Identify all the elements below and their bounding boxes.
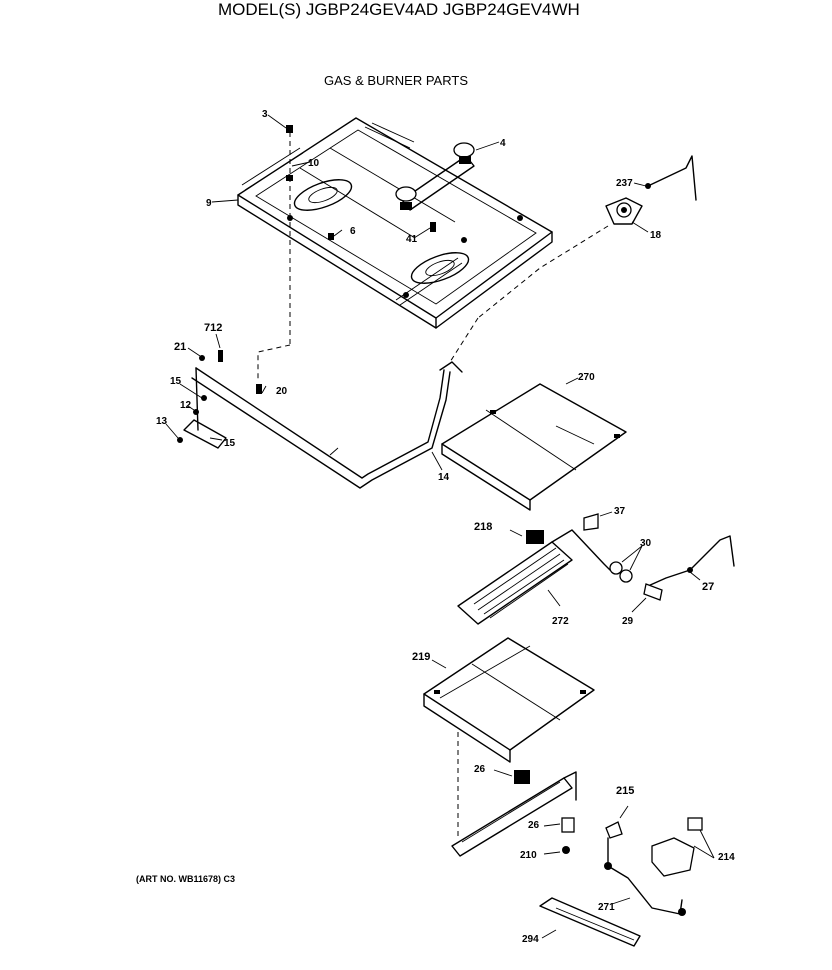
callout-20: 20: [276, 386, 288, 397]
manifold-end-parts: [165, 333, 262, 443]
callout-6: 6: [350, 226, 356, 237]
callout-13: 13: [156, 416, 168, 427]
callout-4: 4: [500, 138, 506, 149]
callout-15-lower: 15: [224, 438, 236, 449]
heat-shield-270: [441, 377, 627, 511]
art-number: (ART NO. WB11678) C3: [136, 874, 236, 884]
callout-12: 12: [180, 400, 192, 411]
callout-41: 41: [406, 234, 418, 245]
callout-37: 37: [614, 506, 626, 517]
oven-valve-parts: [539, 805, 715, 947]
callout-18: 18: [650, 230, 662, 241]
callout-9: 9: [206, 198, 212, 209]
callout-21: 21: [174, 341, 186, 353]
callout-218: 218: [474, 521, 492, 533]
callout-3: 3: [262, 109, 268, 120]
broil-burner-272: [457, 529, 611, 625]
burner-valve-assembly: [395, 141, 500, 211]
callout-27: 27: [702, 581, 714, 593]
callout-30: 30: [640, 538, 652, 549]
callout-219: 219: [412, 651, 430, 663]
oven-burner: [451, 769, 577, 857]
callout-272: 272: [552, 616, 569, 627]
model-line: MODEL(S) JGBP24GEV4AD JGBP24GEV4WH: [218, 0, 580, 19]
callout-26-upper: 26: [474, 764, 486, 775]
callout-10: 10: [308, 158, 320, 169]
broil-valve-parts: [583, 511, 735, 613]
callout-210: 210: [520, 850, 537, 861]
callout-15-upper: 15: [170, 376, 182, 387]
callout-712: 712: [204, 322, 222, 334]
burner-box: [237, 117, 553, 329]
callout-29: 29: [622, 616, 634, 627]
burner-box-fasteners: [211, 114, 436, 380]
callout-26-lower: 26: [528, 820, 540, 831]
callout-215: 215: [616, 785, 634, 797]
callout-270: 270: [578, 372, 595, 383]
callout-214: 214: [718, 852, 735, 863]
callout-labels: 3 4 9 10 6 41 237 18 712 21 15 12 13 15 …: [156, 109, 735, 945]
section-title: GAS & BURNER PARTS: [324, 73, 468, 88]
callout-14: 14: [438, 472, 450, 483]
callout-237: 237: [616, 178, 633, 189]
pressure-regulator: [477, 155, 697, 319]
callout-294: 294: [522, 934, 539, 945]
callout-271: 271: [598, 902, 615, 913]
manifold-pipe: [183, 317, 479, 489]
heat-shield-219: [423, 637, 595, 838]
